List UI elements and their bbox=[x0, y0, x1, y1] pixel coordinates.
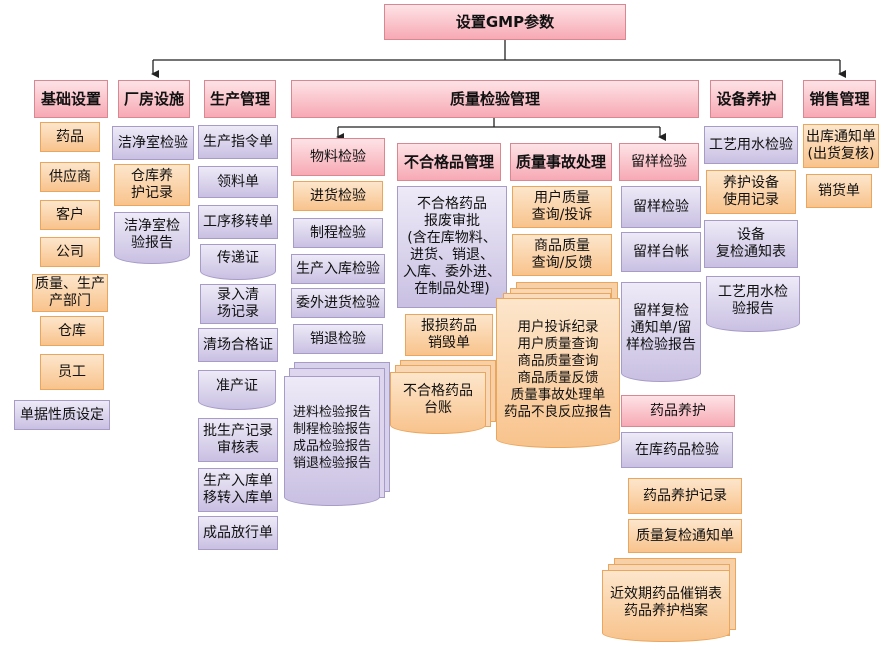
sample-item-ledger: 留样台帐 bbox=[621, 232, 701, 272]
nonconforming-approval: 不合格药品 报废审批 (含在库物料、 进货、销退、 入库、委外进、 在制品处理) bbox=[397, 186, 507, 308]
production-item-requisition: 领料单 bbox=[198, 166, 278, 198]
basic-item-warehouse: 仓库 bbox=[40, 316, 104, 346]
material-item-process: 制程检验 bbox=[293, 218, 383, 248]
incident-user-query: 用户质量 查询/投诉 bbox=[512, 186, 612, 228]
qc-sub-incident: 质量事故处理 bbox=[510, 143, 612, 181]
drug-care-record: 药品养护记录 bbox=[628, 478, 742, 514]
equipment-item-usage-record: 养护设备 使用记录 bbox=[706, 170, 796, 214]
plant-item-warehouse-care: 仓库养 护记录 bbox=[114, 164, 190, 206]
production-item-batch-review: 批生产记录 审核表 bbox=[198, 418, 278, 462]
material-reports-stack: 进料检验报告 制程检验报告 成品检验报告 销退检验报告 bbox=[284, 362, 390, 506]
drug-care-header: 药品养护 bbox=[621, 395, 735, 427]
sample-item-check: 留样检验 bbox=[621, 186, 701, 228]
basic-item-supplier: 供应商 bbox=[40, 162, 100, 192]
equipment-item-water-check: 工艺用水检验 bbox=[704, 126, 798, 164]
title-box: 设置GMP参数 bbox=[384, 4, 626, 40]
production-item-release: 成品放行单 bbox=[198, 516, 278, 550]
category-sales: 销售管理 bbox=[803, 80, 876, 118]
category-qc: 质量检验管理 bbox=[291, 80, 699, 118]
material-item-return: 销退检验 bbox=[293, 324, 383, 354]
drug-care-archive: 近效期药品催销表 药品养护档案 bbox=[602, 570, 730, 642]
incident-reports: 用户投诉纪录 用户质量查询 商品质量查询 商品质量反馈 质量事故处理单 药品不良… bbox=[496, 298, 620, 448]
production-item-inbound: 生产入库单 移转入库单 bbox=[198, 468, 278, 512]
basic-item-drug: 药品 bbox=[40, 122, 100, 152]
basic-item-departments: 质量、生产 产部门 bbox=[32, 274, 108, 312]
drug-care-recheck-notice: 质量复检通知单 bbox=[628, 519, 742, 553]
basic-item-employee: 员工 bbox=[40, 354, 104, 390]
nonconforming-ledger-stack: 不合格药品 台账 bbox=[390, 360, 496, 434]
plant-item-cleanroom-report: 洁净室检 验报告 bbox=[114, 212, 190, 264]
incident-product-query: 商品质量 查询/反馈 bbox=[512, 234, 612, 276]
qc-sub-sample: 留样检验 bbox=[619, 143, 699, 181]
drug-care-stock-check: 在库药品检验 bbox=[621, 432, 733, 468]
production-item-clearance-record: 录入清 场记录 bbox=[200, 284, 276, 324]
qc-sub-material: 物料检验 bbox=[291, 138, 385, 176]
sample-item-recheck: 留样复检 通知单/留 样检验报告 bbox=[621, 282, 701, 382]
production-item-pass: 传递证 bbox=[200, 244, 276, 280]
material-item-production-inbound: 生产入库检验 bbox=[291, 254, 385, 284]
sales-item-invoice: 销货单 bbox=[806, 174, 872, 208]
drug-care-archive-stack: 近效期药品催销表 药品养护档案 bbox=[602, 558, 736, 644]
production-item-transfer: 工序移转单 bbox=[198, 205, 278, 239]
category-production: 生产管理 bbox=[204, 80, 276, 118]
production-item-clearance-cert: 清场合格证 bbox=[198, 328, 278, 362]
material-item-outsourced: 委外进货检验 bbox=[291, 288, 385, 318]
plant-item-cleanroom-check: 洁净室检验 bbox=[112, 126, 194, 160]
production-item-order: 生产指令单 bbox=[198, 125, 278, 159]
category-basic: 基础设置 bbox=[34, 80, 108, 118]
equipment-item-water-report: 工艺用水检 验报告 bbox=[706, 276, 800, 332]
production-item-permit: 准产证 bbox=[198, 370, 276, 410]
qc-sub-nonconforming: 不合格品管理 bbox=[397, 143, 501, 181]
category-plant: 厂房设施 bbox=[118, 80, 190, 118]
material-reports: 进料检验报告 制程检验报告 成品检验报告 销退检验报告 bbox=[284, 376, 380, 506]
category-equipment: 设备养护 bbox=[710, 80, 783, 118]
nonconforming-loss-form: 报损药品 销毁单 bbox=[405, 314, 493, 356]
material-item-incoming: 进货检验 bbox=[293, 181, 383, 211]
nonconforming-ledger: 不合格药品 台账 bbox=[390, 372, 486, 434]
equipment-item-recheck: 设备 复检通知表 bbox=[704, 220, 798, 268]
basic-item-doc-property: 单据性质设定 bbox=[14, 400, 110, 430]
basic-item-company: 公司 bbox=[40, 237, 100, 267]
incident-reports-stack: 用户投诉纪录 用户质量查询 商品质量查询 商品质量反馈 质量事故处理单 药品不良… bbox=[496, 282, 620, 448]
basic-item-customer: 客户 bbox=[40, 200, 100, 230]
sales-item-outbound-notice: 出库通知单 (出货复核) bbox=[803, 124, 879, 168]
